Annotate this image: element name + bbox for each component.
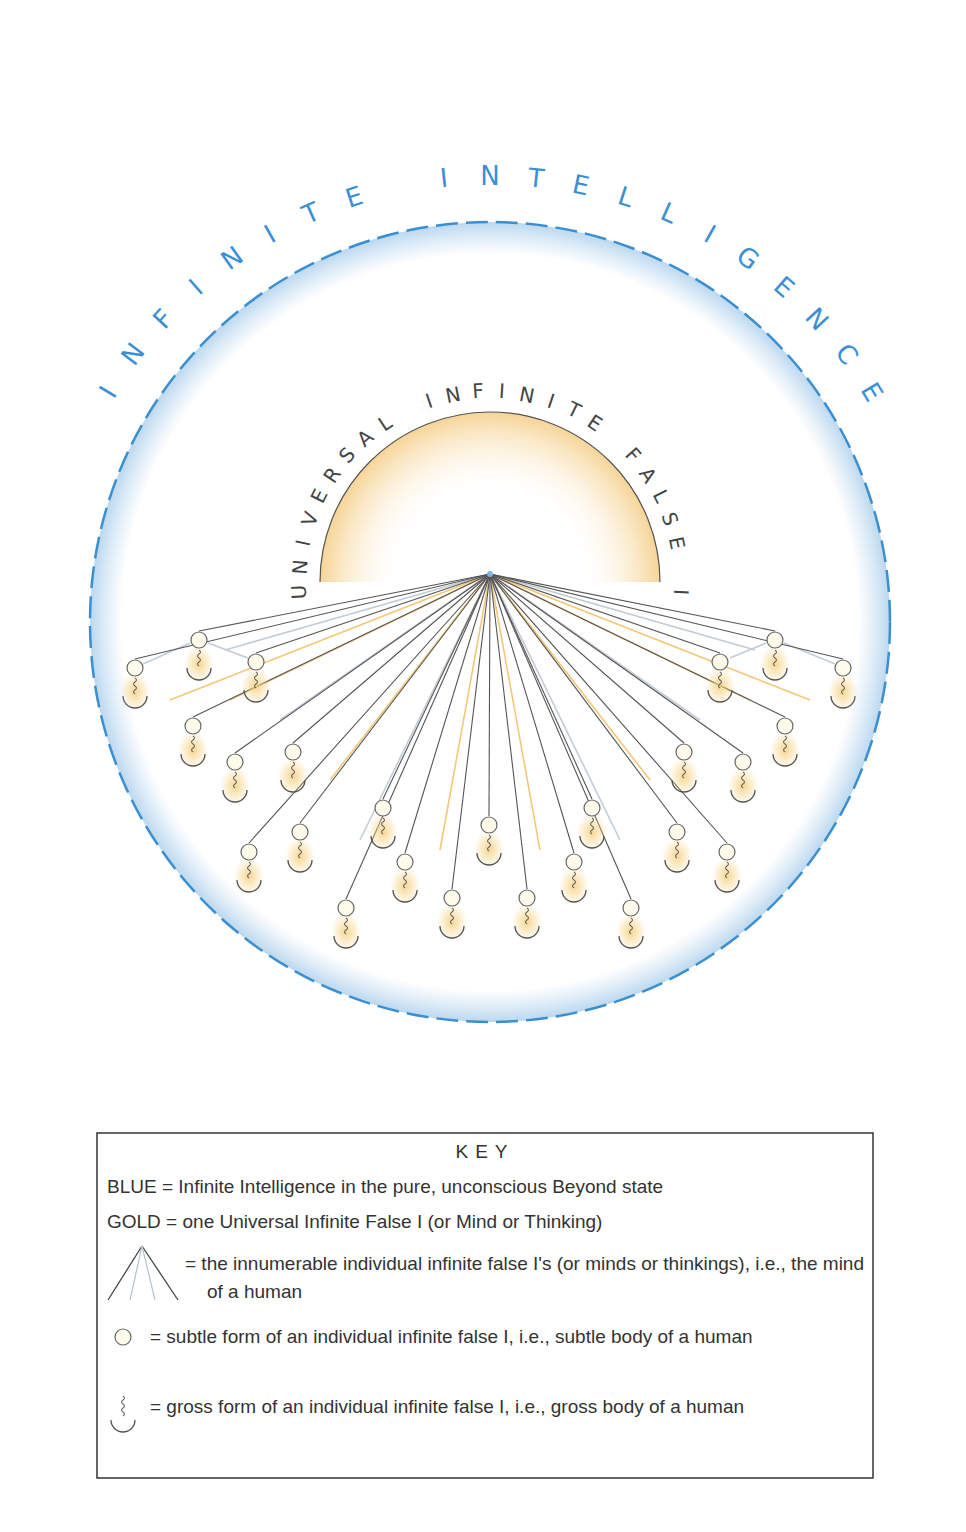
curved-letter: I <box>671 589 691 596</box>
region-semicircle: UNIVERSAL INFINITE FALSE I <box>320 412 660 582</box>
gross-body-sample <box>111 1396 135 1432</box>
legend-text: = subtle form of an individual infinite … <box>150 1323 865 1351</box>
gold-semicircle <box>320 412 660 582</box>
curved-letter: S <box>336 444 359 467</box>
curved-letter: T <box>299 198 324 228</box>
curved-letter: E <box>570 171 591 200</box>
curved-letter: E <box>343 182 367 212</box>
curved-letter <box>392 172 405 199</box>
curved-letter: C <box>831 339 863 369</box>
curved-letter: N <box>289 559 310 575</box>
curved-letter: I <box>95 382 121 402</box>
legend-text: = gross form of an individual infinite f… <box>150 1393 865 1421</box>
curved-letter: L <box>374 411 394 434</box>
curved-letter: E <box>585 411 607 435</box>
legend-text: = the innumerable individual infinite fa… <box>185 1250 865 1306</box>
legend-text: GOLD = one Universal Infinite False I (o… <box>107 1208 867 1236</box>
curved-letter: L <box>615 183 637 212</box>
key-heading: KEY <box>97 1138 873 1166</box>
dashed-circle <box>90 222 890 1022</box>
curved-letter: F <box>471 381 484 402</box>
curved-letter: A <box>636 463 660 486</box>
curved-letter: E <box>770 272 800 302</box>
curved-letter: N <box>801 303 833 335</box>
curved-letter: E <box>857 379 888 406</box>
curved-letter: U <box>289 584 310 600</box>
curved-letter: A <box>353 426 376 450</box>
curved-letter: I <box>261 221 280 247</box>
legend-text: BLUE = Infinite Intelligence in the pure… <box>107 1173 867 1201</box>
curved-letter: N <box>117 339 149 370</box>
rays-sample <box>108 1246 178 1300</box>
ray-sample <box>108 1246 142 1300</box>
curved-letter: N <box>216 242 247 274</box>
key-box <box>97 1133 873 1478</box>
curved-letter: N <box>480 163 499 189</box>
ray-sample <box>142 1246 178 1300</box>
ray-sample <box>142 1246 155 1300</box>
region-circle: INFINITE INTELLIGENCEUNIVERSAL INFINITE … <box>75 217 905 1027</box>
ray-sample <box>130 1246 142 1300</box>
curved-letter: F <box>148 305 177 334</box>
curved-letter: F <box>621 444 644 466</box>
curved-letter: I <box>700 221 719 247</box>
curved-letter <box>606 428 624 447</box>
curved-letter: I <box>439 165 449 192</box>
curved-letter: I <box>184 275 207 300</box>
subtle-body-sample <box>115 1329 131 1345</box>
curved-letter: L <box>657 198 681 228</box>
circle-outline <box>75 217 905 1027</box>
curved-letter: R <box>320 463 344 486</box>
curved-letter: G <box>733 242 764 275</box>
curved-letter: T <box>527 165 545 192</box>
